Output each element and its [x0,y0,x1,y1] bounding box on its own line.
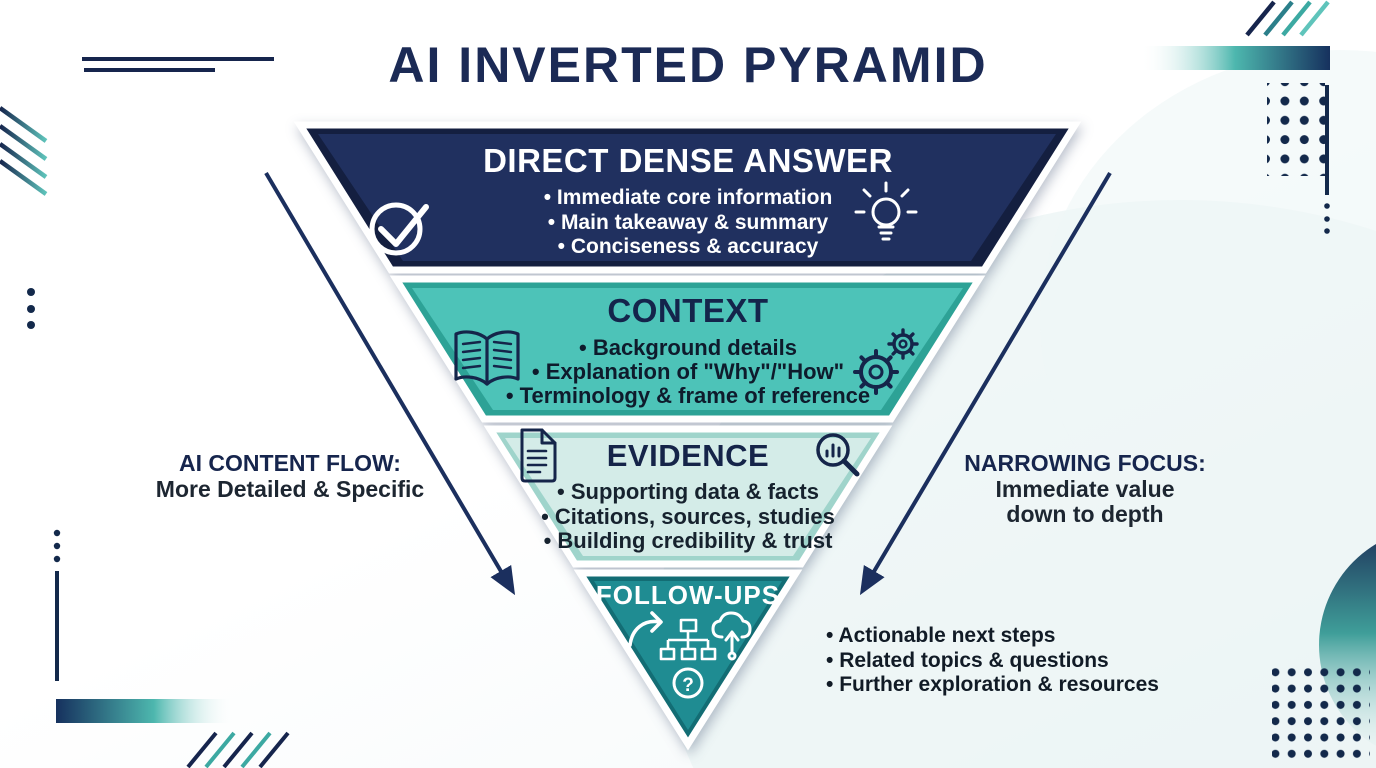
right-annotation-subtext-line1: Immediate value [995,476,1175,502]
bullet-item: Related topics & questions [826,649,1159,674]
level-2-title: CONTEXT [607,292,769,329]
level-4-bullet-list: Actionable next steps Related topics & q… [826,624,1159,698]
bullet-item: Conciseness & accuracy [408,235,968,260]
left-annotation: AI CONTENT FLOW: More Detailed & Specifi… [120,450,460,502]
left-dot-column [27,288,35,329]
bottom-left-gradient-bar [56,699,234,723]
right-annotation-subtext-line2: down to depth [1006,501,1164,527]
page-title: AI INVERTED PYRAMID [388,37,988,93]
cloud-upload-icon [711,611,752,661]
pyramid-level-2-content: CONTEXT Background details Explanation o… [438,292,938,408]
bullet-item: Further exploration & resources [826,673,1159,698]
right-flow-arrow [859,171,1112,596]
top-right-diagonal-stripes [1245,0,1330,37]
flowchart-icon [659,618,717,661]
left-flow-arrow [264,171,516,596]
bullet-item: Background details [438,336,938,360]
pyramid-level-4-content: FOLLOW-UPS [538,580,838,611]
bullet-item: Actionable next steps [826,624,1159,649]
top-left-accent-lines [82,57,274,72]
top-left-diagonal-stripes [0,106,48,196]
question-mark-glyph: ? [682,675,694,696]
left-annotation-subtext: More Detailed & Specific [155,476,425,502]
level-4-title: FOLLOW-UPS [595,580,781,610]
share-arrow-icon [628,611,663,647]
bottom-left-vertical-line [53,529,61,681]
pyramid-level-3-content: EVIDENCE Supporting data & facts Citatio… [488,438,888,553]
flow-arrows [264,171,1112,596]
level-3-bullet-list: Supporting data & facts Citations, sourc… [488,480,888,553]
level-1-bullet-list: Immediate core information Main takeaway… [408,186,968,260]
bullet-item: Supporting data & facts [488,480,888,504]
bullet-item: Citations, sources, studies [488,504,888,529]
right-annotation-heading: NARROWING FOCUS: [964,450,1206,476]
bullet-item: Main takeaway & summary [408,211,968,236]
bullet-item: Building credibility & trust [488,529,888,553]
question-circle-icon: ? [672,667,704,699]
left-annotation-heading: AI CONTENT FLOW: [179,450,401,476]
bullet-item: Terminology & frame of reference [438,384,938,408]
right-annotation: NARROWING FOCUS: Immediate value down to… [930,450,1240,527]
top-right-dot-grid [1267,83,1325,176]
bottom-right-dot-grid [1272,664,1370,760]
top-right-vertical-line [1324,85,1330,234]
level-1-title: DIRECT DENSE ANSWER [483,142,893,179]
pyramid-level-1-content: DIRECT DENSE ANSWER Immediate core infor… [408,142,968,260]
level-3-title: EVIDENCE [606,438,770,473]
top-right-gradient-bar [1140,46,1330,70]
level-2-bullet-list: Background details Explanation of "Why"/… [438,336,938,408]
chart-magnifier-icon [816,433,860,477]
bullet-item: Explanation of "Why"/"How" [438,360,938,384]
bottom-left-diagonal-stripes [186,731,290,768]
bullet-item: Immediate core information [408,186,968,211]
